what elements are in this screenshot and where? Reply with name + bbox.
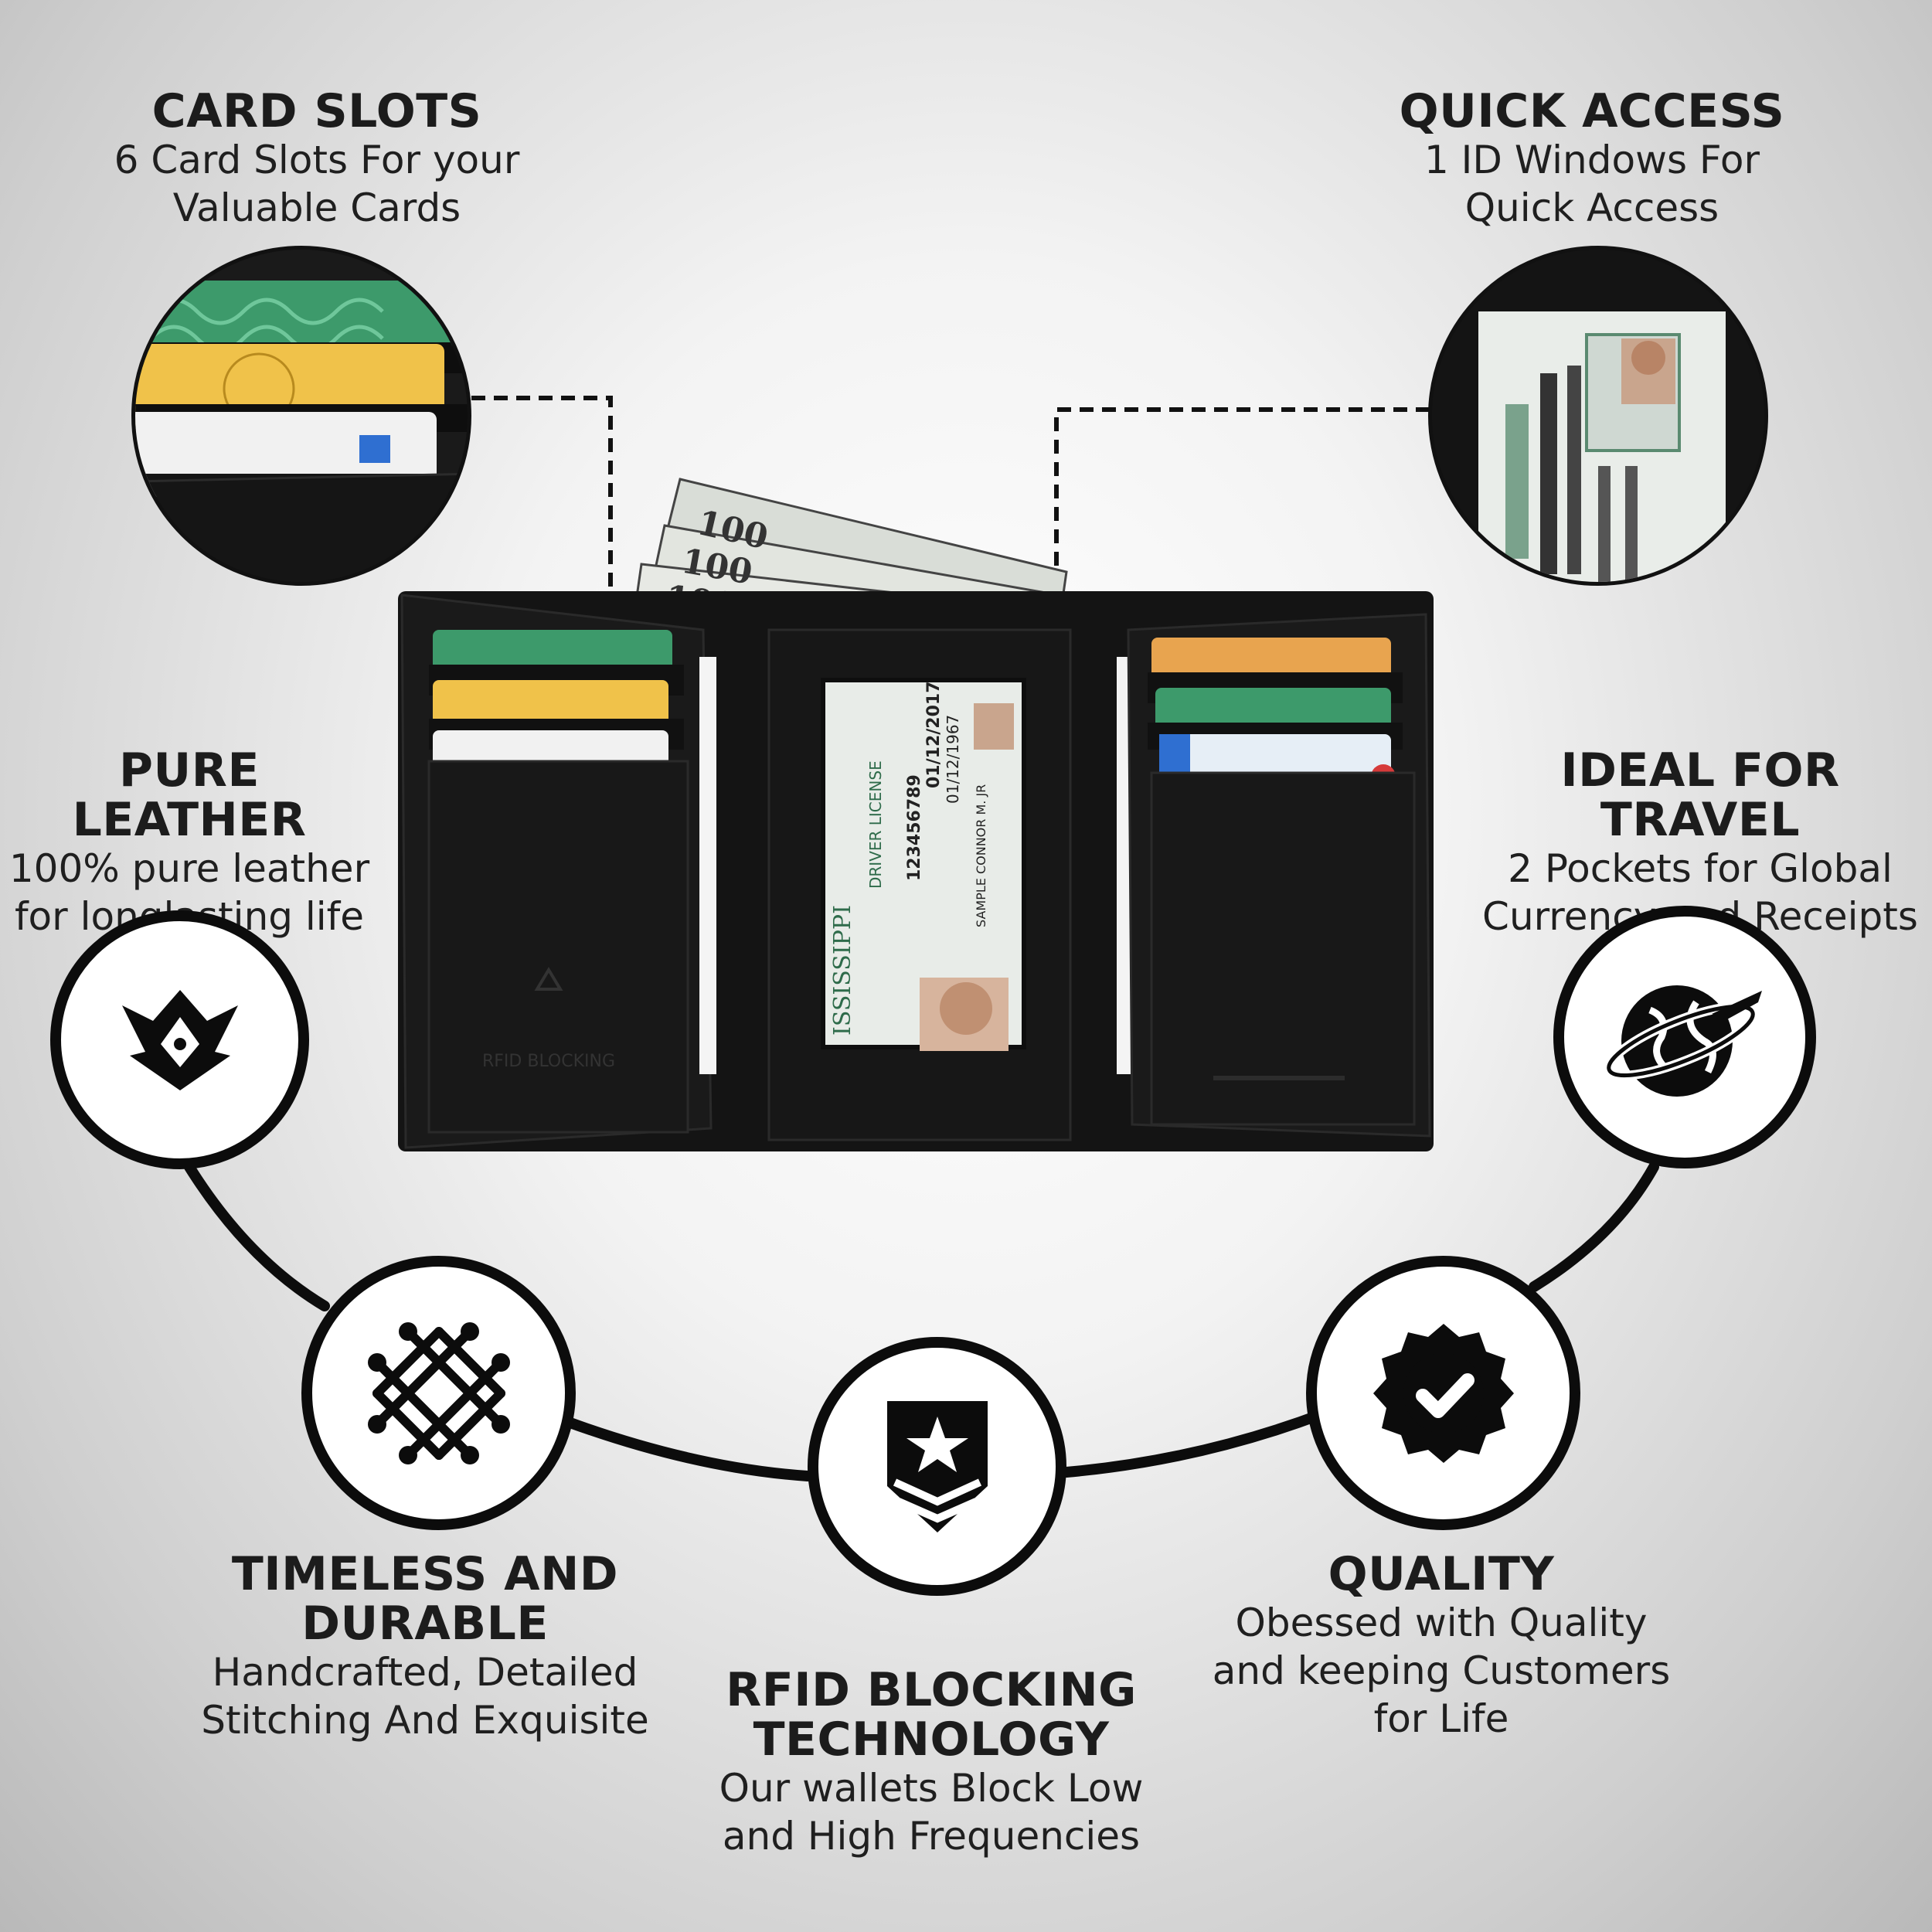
rfid-icon-circle: [808, 1337, 1066, 1596]
quick-access-dashed-line: [1054, 407, 1430, 603]
card-slots-dashed-line: [471, 396, 613, 719]
rfid-desc-line2: and High Frequencies: [722, 1814, 1141, 1859]
quality-desc-line3: for Life: [1373, 1696, 1509, 1741]
quick-access-desc-line2: Quick Access: [1464, 185, 1719, 230]
card-slots-zoom-image: [131, 246, 471, 586]
timeless-title-line1: TIMELESS AND: [231, 1547, 619, 1601]
leather-emblem-icon: [121, 989, 238, 1090]
timeless-desc-line1: Handcrafted, Detailed: [212, 1650, 638, 1695]
driver-license: ISSISSIPPI DRIVER LICENSE 123456789 01/1…: [829, 681, 1014, 1051]
quality-desc-line2: and keeping Customers: [1212, 1648, 1671, 1693]
stitching-icon: [367, 1321, 510, 1464]
pure-leather-icon-circle: [50, 910, 309, 1169]
feature-arc: [184, 1162, 1659, 1481]
quality-icon-circle: [1306, 1256, 1580, 1530]
pure-leather-title: PURE LEATHER: [72, 743, 307, 847]
svg-text:01/12/2017: 01/12/2017: [924, 681, 944, 788]
svg-text:ISSISSIPPI: ISSISSIPPI: [829, 905, 856, 1036]
svg-text:RFID BLOCKING: RFID BLOCKING: [482, 1052, 615, 1071]
quick-access-desc-line1: 1 ID Windows For: [1423, 138, 1760, 182]
wallet-product-image: 100 100 100 RFID BLOCKING ISSISSIPPI DRI…: [398, 478, 1434, 1151]
svg-text:123456789: 123456789: [905, 774, 924, 881]
quality-title: QUALITY: [1328, 1547, 1555, 1601]
ideal-travel-desc-line1: 2 Pockets for Global: [1508, 846, 1893, 891]
ideal-travel-title: IDEAL FOR TRAVEL: [1560, 743, 1840, 847]
quick-access-feature: QUICK ACCESS 1 ID Windows For Quick Acce…: [1360, 87, 1824, 232]
rfid-feature: RFID BLOCKING TECHNOLOGY Our wallets Blo…: [680, 1665, 1182, 1860]
card-slots-feature: CARD SLOTS 6 Card Slots For your Valuabl…: [77, 87, 556, 232]
quality-desc-line1: Obessed with Quality: [1235, 1600, 1648, 1645]
quick-access-zoom-image: [1428, 246, 1768, 586]
svg-text:SAMPLE CONNOR M. JR: SAMPLE CONNOR M. JR: [974, 784, 988, 927]
timeless-icon-circle: [301, 1256, 576, 1530]
quality-feature: QUALITY Obessed with Quality and keeping…: [1182, 1549, 1700, 1743]
quality-badge-icon: [1372, 1323, 1514, 1463]
svg-text:01/12/1967: 01/12/1967: [944, 715, 962, 804]
rfid-title-line2: TECHNOLOGY: [753, 1713, 1110, 1767]
card-slots-desc-line1: 6 Card Slots For your: [114, 138, 520, 182]
rfid-title-line1: RFID BLOCKING: [726, 1663, 1137, 1717]
rfid-desc-line1: Our wallets Block Low: [719, 1766, 1144, 1811]
card-slots-title: CARD SLOTS: [151, 84, 482, 138]
timeless-title-line2: DURABLE: [301, 1597, 549, 1651]
globe-plane-icon: [1604, 985, 1762, 1097]
pure-leather-desc-line1: 100% pure leather: [9, 846, 370, 891]
rfid-stamp: RFID BLOCKING: [482, 967, 615, 1071]
timeless-feature: TIMELESS AND DURABLE Handcrafted, Detail…: [162, 1549, 688, 1744]
shield-star-icon: [886, 1400, 988, 1532]
quick-access-title: QUICK ACCESS: [1399, 84, 1785, 138]
ideal-travel-icon-circle: [1553, 906, 1816, 1168]
timeless-desc-line2: Stitching And Exquisite: [201, 1698, 649, 1743]
ideal-travel-feature: IDEAL FOR TRAVEL 2 Pockets for Global Cu…: [1468, 746, 1932, 940]
card-slots-desc-line2: Valuable Cards: [172, 185, 461, 230]
svg-text:DRIVER LICENSE: DRIVER LICENSE: [866, 760, 885, 889]
